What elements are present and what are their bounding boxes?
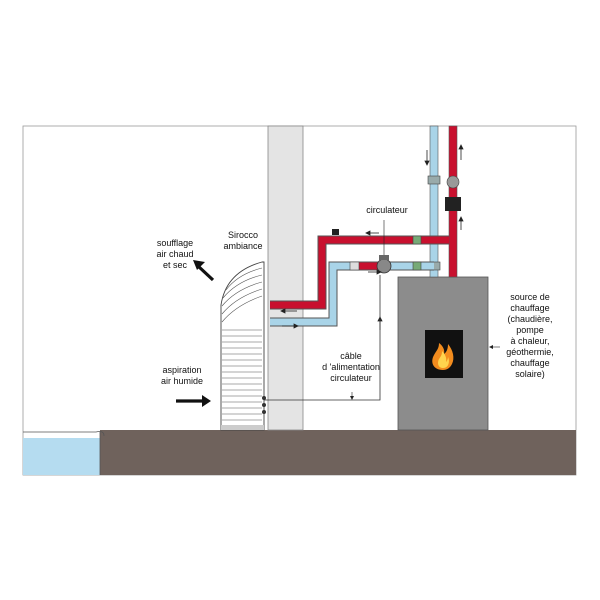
label-cable-1: câble xyxy=(340,351,362,361)
pipe-pump-small xyxy=(446,175,460,189)
label-sirocco-2: ambiance xyxy=(223,241,262,251)
label-aspiration-2: air humide xyxy=(161,376,203,386)
cold-pipe-vertical xyxy=(429,125,439,278)
valve-lower xyxy=(349,261,360,271)
label-source-8: solaire) xyxy=(515,369,545,379)
label-soufflage-1: soufflage xyxy=(157,238,193,248)
label-source-6: géothermie, xyxy=(506,347,554,357)
label-source-2: chauffage xyxy=(510,303,549,313)
water-surface xyxy=(23,431,105,437)
label-source-5: à chaleur, xyxy=(510,336,549,346)
label-sirocco-1: Sirocco xyxy=(228,230,258,240)
label-source-1: source de xyxy=(510,292,550,302)
sensor-lower xyxy=(412,261,422,271)
arrow-right-icon xyxy=(176,395,211,407)
power-cable xyxy=(264,275,381,401)
label-cable-2: d 'alimentation xyxy=(322,362,380,372)
flame-icon xyxy=(432,343,454,370)
label-aspiration-1: aspiration xyxy=(162,365,201,375)
arrow-up-left-icon xyxy=(193,260,215,282)
label-circulateur: circulateur xyxy=(366,205,408,215)
label-cable-3: circulateur xyxy=(330,373,372,383)
sirocco-unit xyxy=(220,261,266,431)
label-source-4: pompe xyxy=(516,325,544,335)
water-basin xyxy=(23,438,100,475)
label-source-3: (chaudière, xyxy=(507,314,552,324)
label-soufflage-3: et sec xyxy=(163,260,188,270)
valve-block xyxy=(445,197,461,211)
pipe-fitting xyxy=(427,175,441,185)
sensor-upper xyxy=(412,235,422,245)
floor xyxy=(100,430,576,475)
wall-column xyxy=(267,125,304,431)
label-source-7: chauffage xyxy=(510,358,549,368)
valve-upper xyxy=(332,229,339,235)
flow-arrows xyxy=(280,144,464,330)
label-soufflage-2: air chaud xyxy=(156,249,193,259)
